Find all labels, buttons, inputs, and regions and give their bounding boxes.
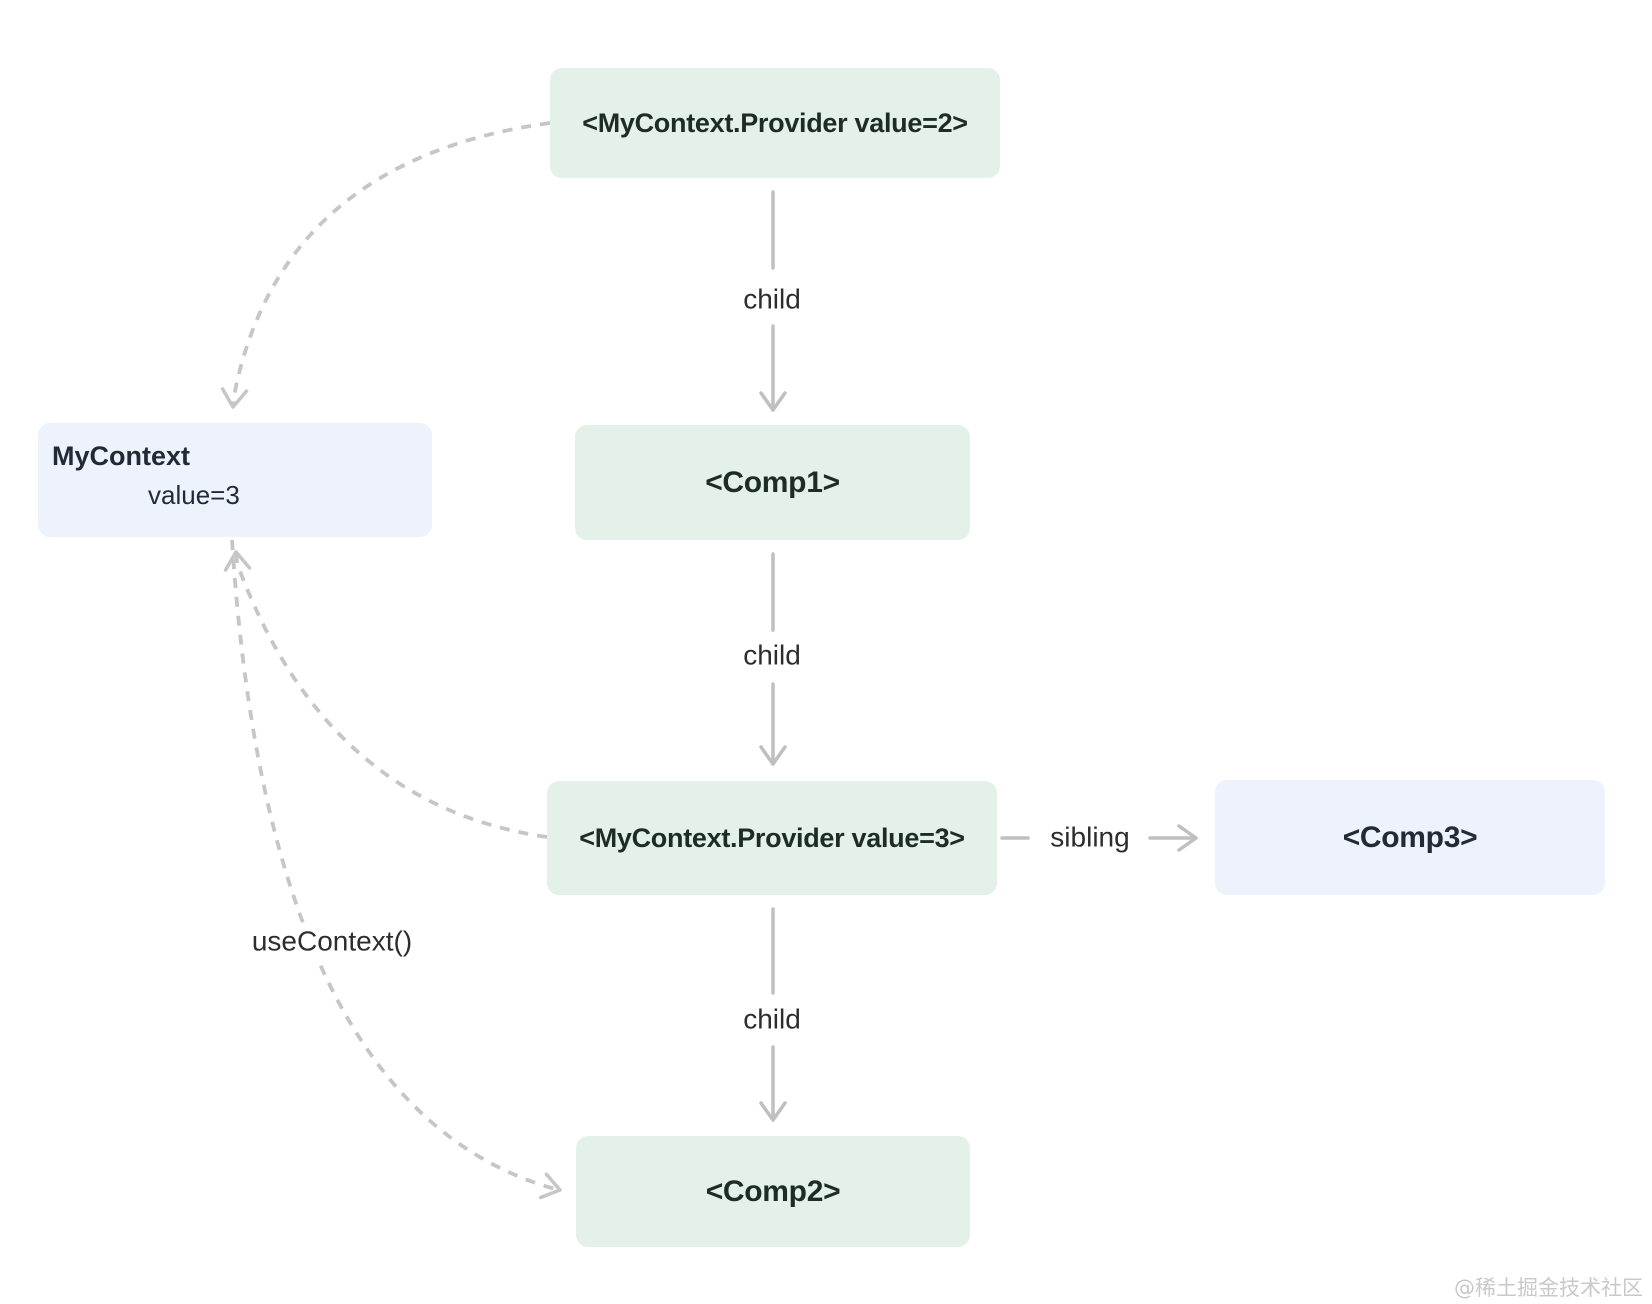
edge-label-child-1: child: [735, 282, 809, 318]
node-mycontext: MyContext value=3: [38, 423, 432, 537]
node-comp1-label: <Comp1>: [705, 465, 840, 499]
edge-provider3-to-mycontext: [223, 550, 548, 839]
edge-label-child-3: child: [735, 1002, 809, 1038]
node-comp2-label: <Comp2>: [705, 1174, 841, 1208]
node-comp1: <Comp1>: [575, 425, 970, 540]
node-comp3-label: <Comp3>: [1342, 820, 1478, 854]
watermark-text: @稀土掘金技术社区: [1454, 1276, 1643, 1300]
node-comp2: <Comp2>: [576, 1136, 970, 1247]
node-provider-value2: <MyContext.Provider value=2>: [550, 68, 1000, 178]
node-provider-value3: <MyContext.Provider value=3>: [547, 781, 997, 895]
node-comp3: <Comp3>: [1215, 780, 1605, 895]
edge-mycontext-to-comp2: [230, 539, 562, 1200]
mycontext-value: value=3: [148, 480, 240, 510]
mycontext-title: MyContext: [52, 441, 191, 471]
edge-label-usecontext: useContext(): [243, 924, 421, 960]
node-provider-value3-label: <MyContext.Provider value=3>: [579, 822, 965, 853]
edge-provider2-to-mycontext: [220, 121, 551, 409]
node-provider-value2-label: <MyContext.Provider value=2>: [582, 107, 968, 138]
edge-label-sibling: sibling: [1042, 820, 1138, 856]
edge-label-child-2: child: [735, 638, 809, 674]
